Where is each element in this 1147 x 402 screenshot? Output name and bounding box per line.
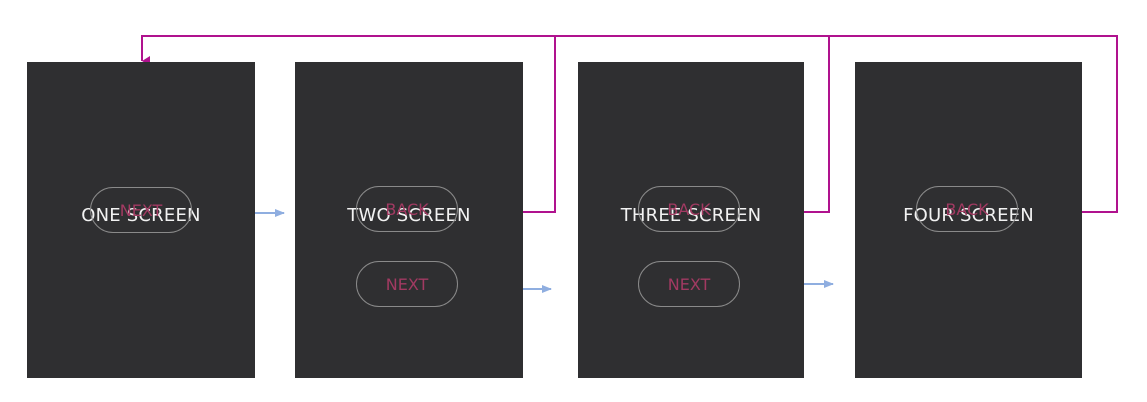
screen-four: FOUR SCREEN BACK (855, 62, 1082, 378)
next-button[interactable]: NEXT (638, 261, 740, 307)
back-button[interactable]: BACK (356, 186, 458, 232)
next-button[interactable]: NEXT (356, 261, 458, 307)
screen-three: THREE SCREEN BACK NEXT (578, 62, 804, 378)
back-button[interactable]: BACK (638, 186, 740, 232)
screen-one: ONE SCREEN NEXT (27, 62, 255, 378)
back-button[interactable]: BACK (916, 186, 1018, 232)
next-button[interactable]: NEXT (90, 187, 192, 233)
screen-two: TWO SCREEN BACK NEXT (295, 62, 523, 378)
